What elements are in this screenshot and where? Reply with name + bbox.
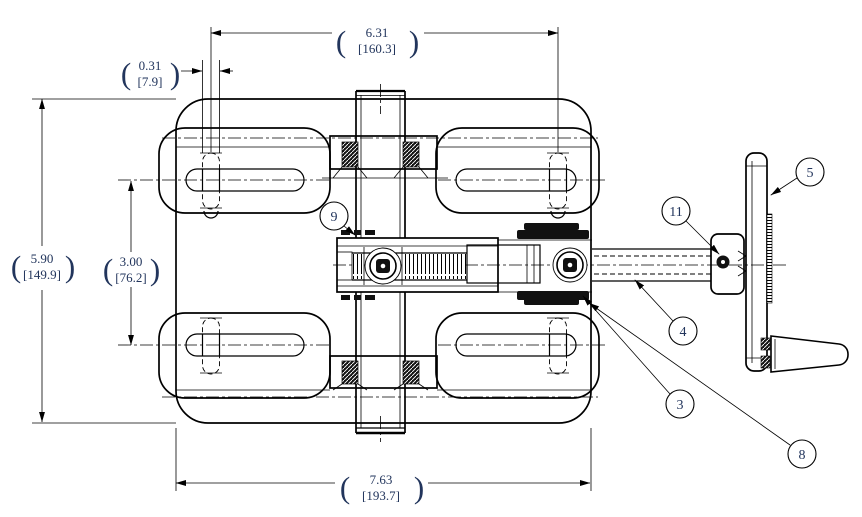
paren: ) <box>65 249 75 284</box>
balloon-label: 9 <box>331 210 338 225</box>
dim-bolt-offset: ( 0.31 [7.9] ) <box>121 56 233 91</box>
handwheel-assembly <box>710 152 849 373</box>
knurled-rim <box>766 213 773 304</box>
clamp-block-bottom <box>329 355 438 391</box>
paren: ( <box>103 252 113 287</box>
balloon-label: 5 <box>807 166 814 181</box>
clamp-studs-hidden <box>200 152 569 375</box>
paren: ( <box>336 24 346 59</box>
shaft-hub <box>710 233 745 295</box>
spring-left-top <box>341 141 359 168</box>
slot-top-left <box>185 168 305 192</box>
screw-nut-right <box>552 247 588 283</box>
dim-overall-height: ( 5.90 [149.9] ) <box>11 98 75 423</box>
spring-left-bottom <box>341 360 359 385</box>
lead-screw-assembly <box>336 223 592 305</box>
dim-inch: 3.00 <box>120 254 143 269</box>
screw-nut-left <box>363 247 403 285</box>
dim-inch: 0.31 <box>139 58 162 73</box>
spring-right-top <box>402 141 420 168</box>
screw-threads-left <box>353 254 364 279</box>
balloon-3: 3 <box>582 295 695 419</box>
dim-inch: 5.90 <box>31 251 54 266</box>
dim-inch: 6.31 <box>366 25 389 40</box>
balloon-4: 4 <box>634 279 698 346</box>
screw-threads-right <box>402 254 466 279</box>
drive-shaft <box>592 248 711 282</box>
dim-mm: [160.3] <box>358 41 396 56</box>
paren: ( <box>11 249 21 284</box>
bracket-top-right <box>435 127 600 214</box>
balloon-8: 8 <box>588 302 817 469</box>
bracket-top-left <box>158 127 331 214</box>
slot-top-right <box>455 168 577 192</box>
traveling-block <box>466 244 541 284</box>
slot-bottom-right <box>455 333 577 357</box>
paren: ) <box>414 470 424 505</box>
crank-handle <box>770 335 849 373</box>
paren: ) <box>170 56 180 91</box>
dim-slot-spacing: ( 3.00 [76.2] ) <box>103 180 160 346</box>
thrust-collars <box>517 223 589 305</box>
balloon-11: 11 <box>661 196 720 255</box>
balloon-label: 4 <box>680 325 687 340</box>
paren: ) <box>150 252 160 287</box>
clamp-block-top <box>322 135 448 179</box>
dim-mm: [149.9] <box>23 267 61 282</box>
balloon-9: 9 <box>319 201 356 236</box>
dim-mm: [76.2] <box>115 270 146 285</box>
paren: ( <box>340 470 350 505</box>
dim-top-width: ( 6.31 [160.3] ) <box>210 24 559 59</box>
slide-bar <box>355 89 406 435</box>
slot-bottom-left <box>185 333 305 357</box>
spring-right-bottom <box>402 360 420 385</box>
balloon-callouts: 9 5 11 4 3 8 <box>319 157 825 469</box>
dimensions: ( 6.31 [160.3] ) ( 0.31 [7.9] ) ( 5.90 [… <box>11 24 592 505</box>
balloon-label: 3 <box>677 398 684 413</box>
balloon-5: 5 <box>770 157 825 196</box>
balloon-label: 11 <box>669 205 682 220</box>
dim-inch: 7.63 <box>370 472 393 487</box>
dim-mm: [7.9] <box>138 74 163 89</box>
dim-overall-width: ( 7.63 [193.7] ) <box>175 470 591 505</box>
paren: ) <box>409 24 419 59</box>
balloon-label: 8 <box>799 448 806 463</box>
base-plate <box>175 98 592 424</box>
paren: ( <box>121 56 131 91</box>
mounting-brackets <box>158 127 600 399</box>
dim-mm: [193.7] <box>362 488 400 503</box>
